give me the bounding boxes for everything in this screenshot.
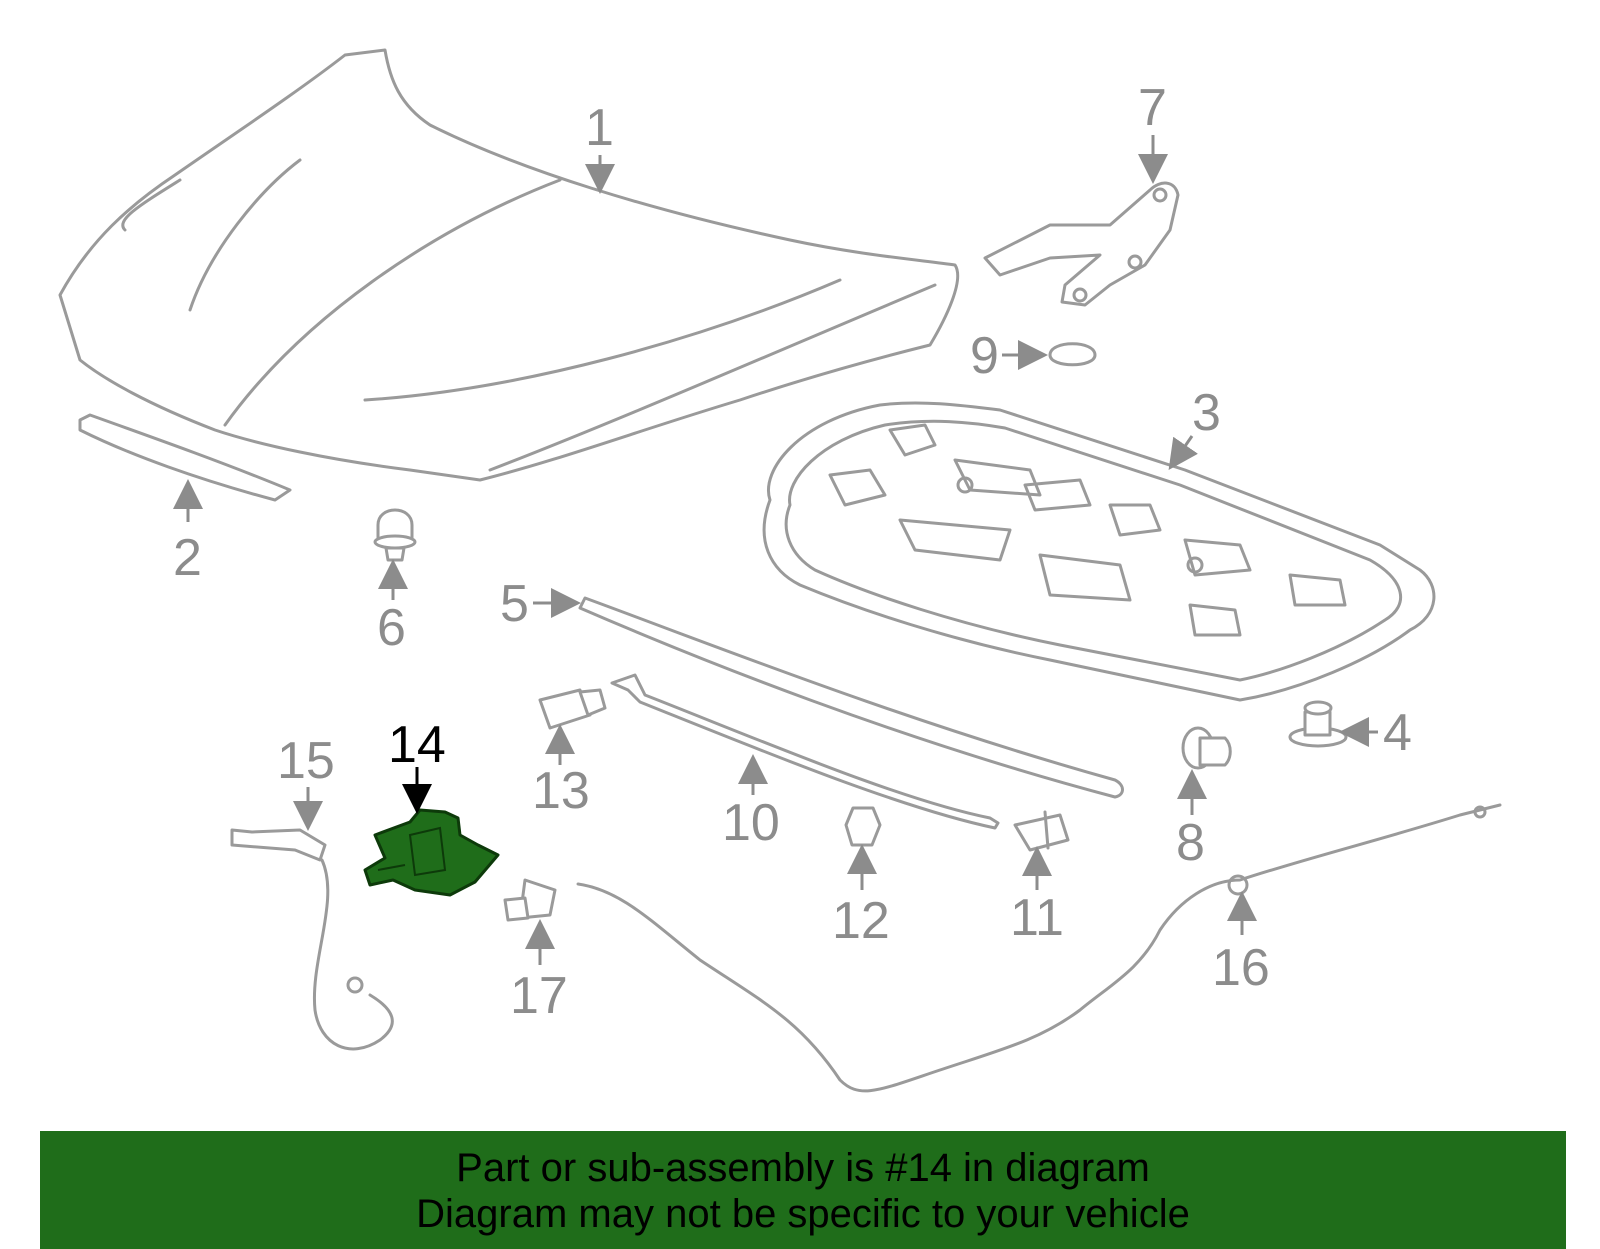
part-10-prop-rod xyxy=(610,673,1000,830)
callout-10: 10 xyxy=(722,794,780,852)
banner-line-1: Part or sub-assembly is #14 in diagram xyxy=(456,1146,1150,1190)
callout-11: 11 xyxy=(1010,889,1064,947)
part-8-grommet xyxy=(1181,726,1232,770)
callout-3: 3 xyxy=(1192,384,1221,442)
part-15-cable xyxy=(230,828,394,1051)
callout-9: 9 xyxy=(970,327,999,385)
part-4-clip xyxy=(1288,700,1348,748)
callout-12: 12 xyxy=(832,892,890,950)
callout-5: 5 xyxy=(500,575,529,633)
part-5-seal xyxy=(578,596,1124,799)
callout-16: 16 xyxy=(1212,939,1270,997)
part-6-bumper xyxy=(373,508,417,562)
part-17-bumper xyxy=(503,878,557,922)
part-7-hinge xyxy=(983,181,1180,307)
info-banner: Part or sub-assembly is #14 in diagram D… xyxy=(40,1131,1566,1249)
callout-15: 15 xyxy=(277,732,335,790)
callout-17: 17 xyxy=(510,967,568,1025)
part-12-clip xyxy=(844,806,882,847)
part-13-grommet xyxy=(538,688,607,730)
callout-7: 7 xyxy=(1138,79,1167,137)
callout-2: 2 xyxy=(173,529,202,587)
part-9-plug xyxy=(1048,342,1097,367)
callout-14: 14 xyxy=(388,716,446,774)
leader-arrows xyxy=(173,135,1378,965)
callout-1: 1 xyxy=(585,99,614,157)
callout-4: 4 xyxy=(1383,704,1412,762)
callout-8: 8 xyxy=(1176,814,1205,872)
banner-line-2: Diagram may not be specific to your vehi… xyxy=(416,1192,1190,1236)
part-3-insulator xyxy=(762,401,1436,702)
callout-13: 13 xyxy=(532,762,590,820)
callout-labels: 1 2 3 4 5 6 7 8 9 10 11 12 13 14 15 16 1… xyxy=(173,79,1412,1025)
part-14-latch xyxy=(363,808,500,897)
part-2-molding xyxy=(78,413,292,502)
part-1-hood xyxy=(58,48,960,482)
callout-6: 6 xyxy=(377,599,406,657)
part-11-holder xyxy=(1013,810,1070,852)
